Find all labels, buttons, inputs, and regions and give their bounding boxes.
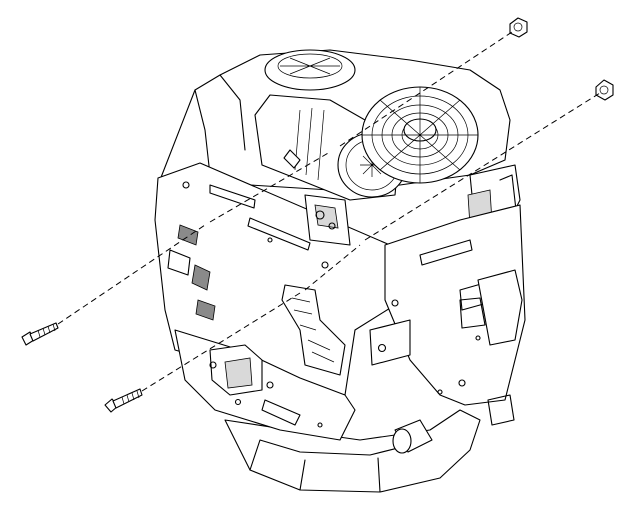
alignment-lines: [57, 29, 601, 392]
belt-guide: [281, 284, 346, 376]
flange-nut-upper-right: [509, 17, 528, 38]
recoil-starter: [264, 49, 356, 91]
control-linkage: [304, 194, 351, 246]
flange-nut-right: [595, 79, 614, 101]
right-lower-housing: [459, 269, 523, 426]
right-front-plate: [369, 204, 526, 406]
cooling-fan-grille: [361, 86, 479, 184]
left-plate-cutouts: [167, 224, 216, 321]
bolt-lower-left: [104, 388, 143, 413]
axle-tube: [392, 419, 433, 454]
bolt-upper-left: [21, 322, 59, 346]
hitch-bracket: [174, 329, 356, 441]
